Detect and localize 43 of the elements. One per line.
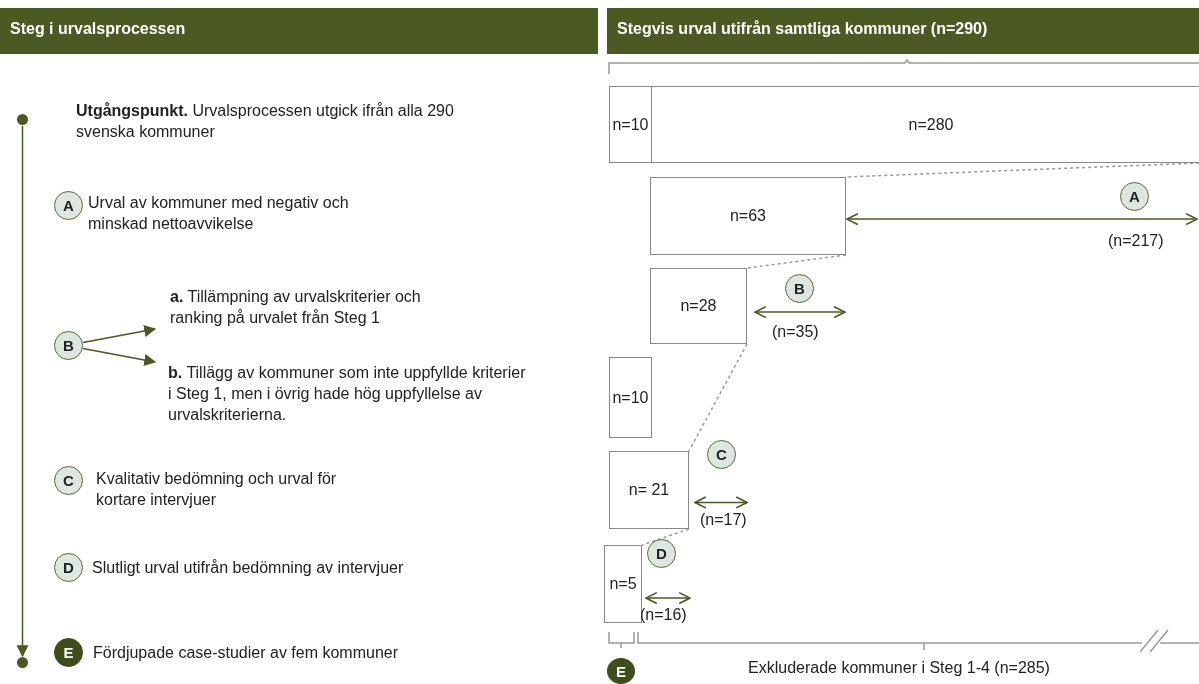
count-box: n=63 [650,177,846,255]
step-badge: A [54,191,83,220]
axis-caption: Exkluderade kommuner i Steg 1-4 (n=285) [748,659,1050,677]
timeline-end-dot [17,657,28,668]
connector-line [746,254,847,269]
step-description: Slutligt urval utifrån bedömning av intervjuer [92,557,492,579]
step-description: Fördjupade case-studier av fem kommuner [93,642,493,664]
edge-label: (n=35) [772,323,819,341]
connector-line [641,528,690,546]
arrow [82,325,157,344]
step-badge: D [54,553,83,582]
step-badge: B [54,331,83,360]
arrow [694,496,748,509]
arrow [846,212,1198,226]
step-badge: C [707,440,736,469]
step-description: Urval av kommuner med negativ och minskad nettoavvikelse [88,192,363,236]
step-badge: D [647,539,676,568]
arrow [16,125,29,658]
count-box: n=28 [650,268,747,344]
count-box: n=5 [604,545,642,623]
step-description: a. Tillämpning av urvalskriterier och ranking på urvalet från Steg 1 [170,286,460,330]
step-badge: E [607,658,635,684]
timeline-start-dot [17,114,28,125]
step-description: Kvalitativ bedömning och urval för kortare intervjuer [96,468,346,512]
step-description: Utgångspunkt. Urvalsprocessen utgick ifrån alla 290 svenska kommuner [76,100,516,144]
step-badge: B [785,274,814,303]
arrow [645,591,691,605]
arrow [82,347,157,366]
edge-label: (n=16) [640,606,687,624]
count-box: n=280 [651,86,1199,163]
edge-label: (n=17) [700,511,747,529]
step-badge: C [54,466,83,495]
step-badge: E [54,638,83,667]
count-box: n= 21 [609,451,689,529]
step-description: b. Tillägg av kommuner som inte uppfyllde kriterier i Steg 1, men i övrig hade hög uppfyllelse av urvalskriterierna. [168,362,528,426]
count-box: n=10 [609,86,652,163]
step-badge: A [1120,182,1149,211]
header-bar: Stegvis urval utifrån samtliga kommuner (n=290) [607,8,1199,54]
connector-line [688,343,748,452]
edge-label: (n=217) [1108,232,1164,250]
arrow [754,305,846,319]
header-bar: Steg i urvalsprocessen [0,8,598,54]
count-box: n=10 [609,357,652,438]
